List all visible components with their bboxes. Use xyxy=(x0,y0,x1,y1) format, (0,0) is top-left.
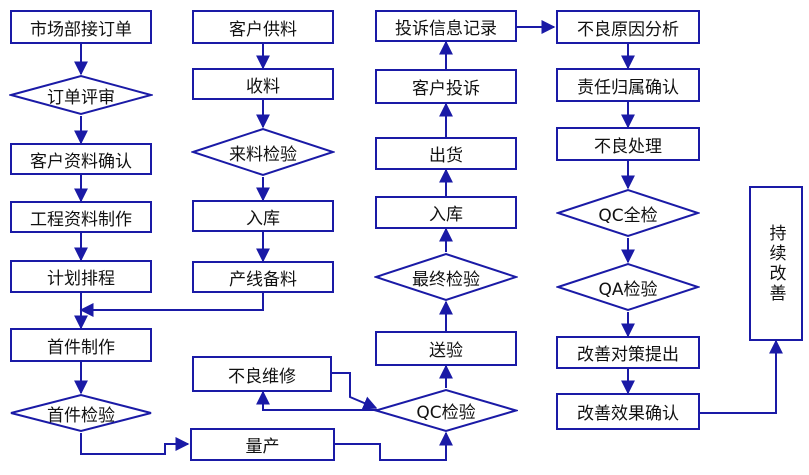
node-planning-schedule: 计划排程 xyxy=(10,260,152,293)
node-customer-complaint: 客户投诉 xyxy=(375,69,517,104)
arrow-effect-to-continuous xyxy=(700,339,783,414)
node-mass-production: 量产 xyxy=(190,428,335,461)
node-defect-cause-analysis-label: 不良原因分析 xyxy=(577,19,679,40)
node-first-article-make: 首件制作 xyxy=(10,328,152,362)
node-defect-repair-label: 不良维修 xyxy=(228,366,296,387)
node-qa-inspect-label: QA检验 xyxy=(598,279,658,300)
node-order-review: 订单评审 xyxy=(9,74,153,116)
diamond-shape xyxy=(191,127,335,177)
node-incoming-inspect: 来料检验 xyxy=(191,127,335,177)
node-engineering-data-label: 工程资料制作 xyxy=(30,209,132,230)
diamond-shape xyxy=(10,393,152,433)
node-qc-full-inspect-label: QC全检 xyxy=(598,205,658,226)
node-continuous-improvement: 持续改善 xyxy=(749,186,803,341)
node-qc-inspect-label: QC检验 xyxy=(416,403,476,423)
node-first-article-make-label: 首件制作 xyxy=(47,337,115,358)
node-market-order-label: 市场部接订单 xyxy=(30,19,132,40)
node-warehouse-in-2: 入库 xyxy=(375,196,517,229)
node-warehouse-in-2-label: 入库 xyxy=(429,205,463,225)
node-customer-complaint-label: 客户投诉 xyxy=(412,79,480,99)
node-customer-data-confirm: 客户资料确认 xyxy=(10,143,152,175)
node-qc-inspect: QC检验 xyxy=(374,388,518,433)
diamond-shape xyxy=(556,188,700,238)
node-line-material-prep: 产线备料 xyxy=(192,261,334,293)
arrow-mass-production-to-qc xyxy=(335,431,453,461)
node-improvement-effect-confirm: 改善效果确认 xyxy=(556,393,700,430)
arrow-repair-to-qc xyxy=(332,372,378,410)
node-engineering-data: 工程资料制作 xyxy=(10,201,152,233)
diamond-shape xyxy=(374,252,518,302)
node-qc-full-inspect: QC全检 xyxy=(556,188,700,238)
diamond-shape xyxy=(556,262,700,312)
node-shipment: 出货 xyxy=(375,137,517,170)
node-warehouse-in-1-label: 入库 xyxy=(246,208,280,229)
node-complaint-record-label: 投诉信息记录 xyxy=(395,18,497,39)
node-improvement-effect-confirm-label: 改善效果确认 xyxy=(577,404,679,424)
node-qa-inspect: QA检验 xyxy=(556,262,700,312)
node-final-inspect-label: 最终检验 xyxy=(412,269,480,290)
node-defect-handling: 不良处理 xyxy=(556,127,700,161)
node-customer-supply-label: 客户供料 xyxy=(229,19,297,40)
arrow-qc-to-repair xyxy=(256,390,384,411)
node-defect-cause-analysis: 不良原因分析 xyxy=(556,10,700,44)
node-market-order: 市场部接订单 xyxy=(10,10,152,44)
node-final-inspect: 最终检验 xyxy=(374,252,518,302)
node-line-material-prep-label: 产线备料 xyxy=(229,269,297,290)
node-responsibility-confirm: 责任归属确认 xyxy=(556,68,700,102)
node-receive-material: 收料 xyxy=(192,68,334,100)
node-order-review-label: 订单评审 xyxy=(47,87,115,108)
node-customer-supply: 客户供料 xyxy=(192,10,334,44)
node-first-article-inspect-label: 首件检验 xyxy=(47,405,115,426)
node-first-article-inspect: 首件检验 xyxy=(9,393,153,433)
node-incoming-inspect-label: 来料检验 xyxy=(229,144,297,165)
node-planning-schedule-label: 计划排程 xyxy=(47,269,115,289)
node-continuous-improvement-label: 持续改善 xyxy=(765,223,786,304)
node-warehouse-in-1: 入库 xyxy=(192,200,334,232)
node-defect-repair: 不良维修 xyxy=(192,356,332,392)
arrow-line-prep-to-first-article xyxy=(79,293,264,317)
node-submit-inspect-label: 送验 xyxy=(429,341,463,361)
node-shipment-label: 出货 xyxy=(429,146,463,166)
node-countermeasure-propose-label: 改善对策提出 xyxy=(577,345,679,365)
node-mass-production-label: 量产 xyxy=(245,437,280,457)
node-countermeasure-propose: 改善对策提出 xyxy=(556,336,700,369)
node-responsibility-confirm-label: 责任归属确认 xyxy=(577,77,679,98)
node-defect-handling-label: 不良处理 xyxy=(594,136,662,157)
node-submit-inspect: 送验 xyxy=(375,331,517,366)
diamond-shape xyxy=(9,74,153,116)
diamond-shape xyxy=(374,388,518,433)
node-complaint-record: 投诉信息记录 xyxy=(375,10,517,42)
node-customer-data-confirm-label: 客户资料确认 xyxy=(30,151,132,172)
arrow-inspection-to-mass-production xyxy=(80,433,190,455)
node-receive-material-label: 收料 xyxy=(246,76,280,97)
